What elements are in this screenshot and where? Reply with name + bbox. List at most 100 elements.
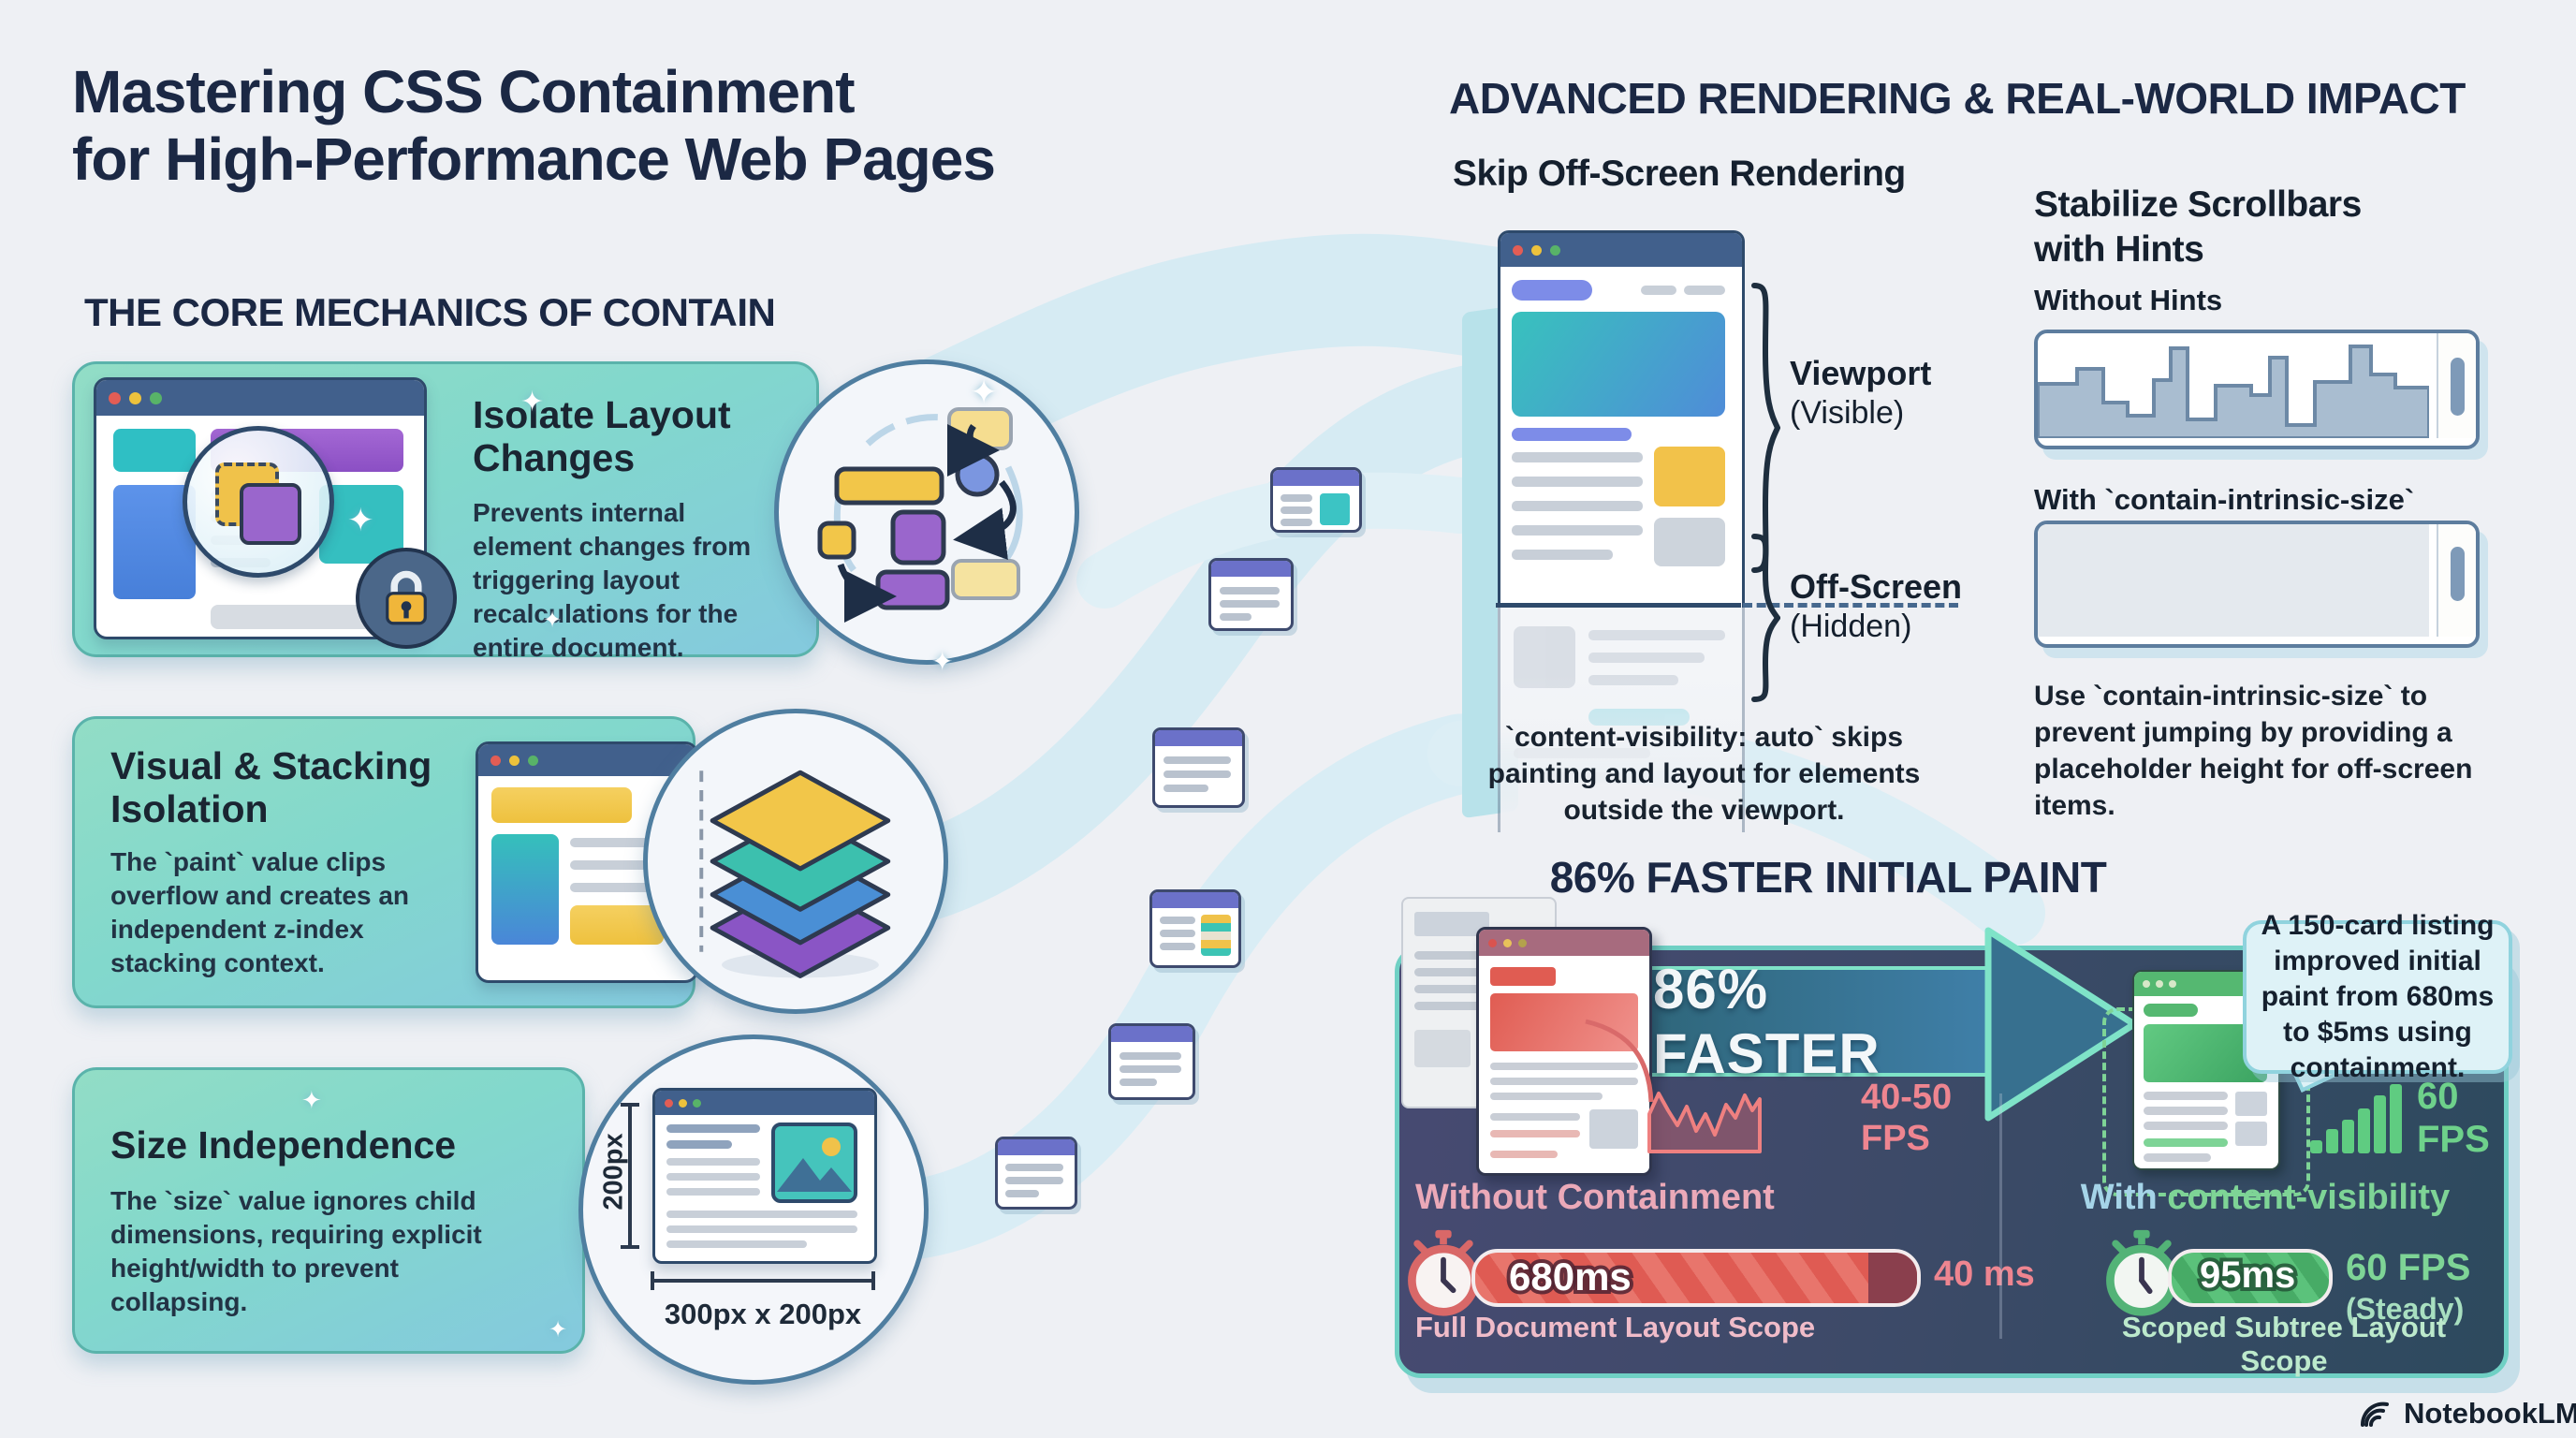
text-line — [666, 1173, 760, 1181]
text-line — [1005, 1164, 1063, 1171]
card1-text: Isolate Layout Changes Prevents internal… — [473, 393, 763, 665]
with-hints-pre: With — [2034, 483, 2105, 516]
skip-offscreen-heading: Skip Off-Screen Rendering — [1453, 154, 1906, 194]
text-line — [666, 1188, 760, 1196]
text-line — [1005, 1177, 1063, 1184]
timebar-without — [1471, 1249, 1921, 1307]
window-dot-green — [528, 755, 538, 766]
fps-with-number: 60 — [2417, 1076, 2459, 1117]
with-hints-code: `contain-intrinsic-size` — [2104, 483, 2415, 516]
fps-with-value: 60 FPS — [2417, 1075, 2490, 1161]
mini-window — [1208, 558, 1294, 631]
core-section-header: THE CORE MECHANICS OF CONTAIN — [84, 290, 776, 334]
content-block-yellow — [491, 787, 632, 823]
window-dot-red — [109, 391, 121, 404]
card3-body-post: value ignores child dimensions, requirin… — [110, 1186, 482, 1316]
with-cv-label: With content-visibility — [2078, 1178, 2452, 1218]
text-line — [1281, 506, 1312, 514]
nav-pill-gray — [1641, 286, 1676, 295]
text-line — [1220, 613, 1251, 621]
layout-cycle-diagram — [817, 407, 1023, 623]
text-line-red — [1490, 1130, 1580, 1137]
page-title-line2: for High-Performance Web Pages — [72, 125, 996, 193]
sparkle-icon: ✦ — [347, 503, 374, 538]
side-block-yellow — [1654, 447, 1725, 506]
scrollbar-thumb — [2451, 547, 2465, 601]
card3-size-circle: 200px — [578, 1034, 929, 1385]
text-line — [2144, 1107, 2228, 1115]
text-line — [666, 1240, 807, 1248]
text-line — [1160, 917, 1195, 924]
mini-window — [1152, 727, 1245, 808]
scrollbar-thumb — [2451, 358, 2465, 416]
offscreen-sublabel: (Hidden) — [1790, 609, 1912, 644]
fps-bars-green — [2310, 1084, 2402, 1153]
doc-card-titlebar — [1479, 930, 1649, 956]
text-line — [666, 1225, 857, 1233]
card3-text: Size Independence The `size` value ignor… — [110, 1123, 541, 1319]
with-cv-code: content-visibility — [2167, 1178, 2451, 1217]
card1-cycle-circle — [774, 360, 1079, 665]
window-dot-yellow — [509, 755, 520, 766]
window-dot-green — [1550, 244, 1560, 256]
text-pill-blue — [1512, 428, 1632, 441]
side-block-gray — [1654, 518, 1725, 566]
case-study-bubble: A 150-card listing improved initial pain… — [2243, 910, 2512, 1083]
viewport-fold-line — [1496, 603, 1741, 608]
mini-teal-block — [1320, 493, 1350, 525]
text-line — [1512, 452, 1643, 462]
card2-layers-circle — [643, 709, 948, 1014]
sparkle-icon: ✦ — [543, 608, 563, 633]
fade-overlay — [1500, 608, 1742, 832]
window-dot — [2169, 980, 2176, 988]
mini-window-titlebar — [1273, 470, 1359, 486]
card1-browser-mockup: ✦ — [94, 377, 427, 639]
text-line — [1164, 785, 1208, 792]
scrollbars-heading-line2: with Hints — [2034, 229, 2204, 270]
fps-steady-value: 60 FPS (Steady) — [2346, 1247, 2470, 1329]
mini-window-titlebar — [1111, 1026, 1193, 1042]
mini-window — [995, 1137, 1077, 1210]
red-connector-curve — [1585, 1019, 1654, 1103]
viewport-fold-dashes — [1743, 603, 1958, 608]
case-study-text: A 150-card listing improved initial pain… — [2256, 908, 2499, 1086]
fps-steady-label: (Steady) — [2346, 1292, 2465, 1326]
text-line — [1220, 587, 1280, 594]
magnifier-bubble — [183, 426, 334, 578]
scrollbar-demo-with — [2034, 521, 2480, 648]
text-line — [1414, 1030, 1471, 1067]
text-line — [1120, 1078, 1157, 1086]
sparkle-icon: ✦ — [970, 373, 999, 411]
card2-text: Visual & Stacking Isolation The `paint` … — [110, 744, 485, 980]
window-dot-green — [693, 1098, 701, 1108]
panel-divider — [1999, 1093, 2002, 1339]
stacked-layers-diagram — [699, 770, 891, 978]
sparkle-icon: ✦ — [520, 387, 545, 418]
mini-window — [1149, 889, 1241, 968]
nav-pill-blue — [1512, 280, 1592, 301]
without-scope-label: Full Document Layout Scope — [1415, 1311, 1816, 1343]
mini-window-titlebar — [1152, 892, 1238, 908]
window-dot-green — [150, 391, 162, 404]
page-title: Mastering CSS Containment for High-Perfo… — [72, 58, 1289, 193]
hero-block — [1512, 312, 1725, 417]
green-line — [2144, 1138, 2228, 1147]
viewport-label: Viewport — [1790, 354, 1932, 392]
text-line — [666, 1140, 732, 1149]
image-placeholder-icon — [771, 1123, 857, 1203]
text-line — [666, 1124, 760, 1133]
mini-window — [1108, 1023, 1195, 1100]
bubble-b1: 680ms — [2406, 981, 2495, 1012]
mini-striped-block — [1201, 915, 1231, 956]
viewport-sublabel: (Visible) — [1790, 395, 1905, 431]
text-line — [1414, 1002, 1508, 1010]
scrollbars-heading-line1: Stabilize Scrollbars — [2034, 184, 2362, 225]
text-line — [1120, 1065, 1181, 1073]
content-block-teal-blue — [491, 834, 559, 945]
window-dot — [2143, 980, 2150, 988]
height-dimension-line — [621, 1103, 639, 1249]
card-size-independence — [72, 1067, 585, 1354]
jagged-content-shape — [2038, 345, 2429, 438]
magnified-purple-box — [240, 483, 301, 545]
